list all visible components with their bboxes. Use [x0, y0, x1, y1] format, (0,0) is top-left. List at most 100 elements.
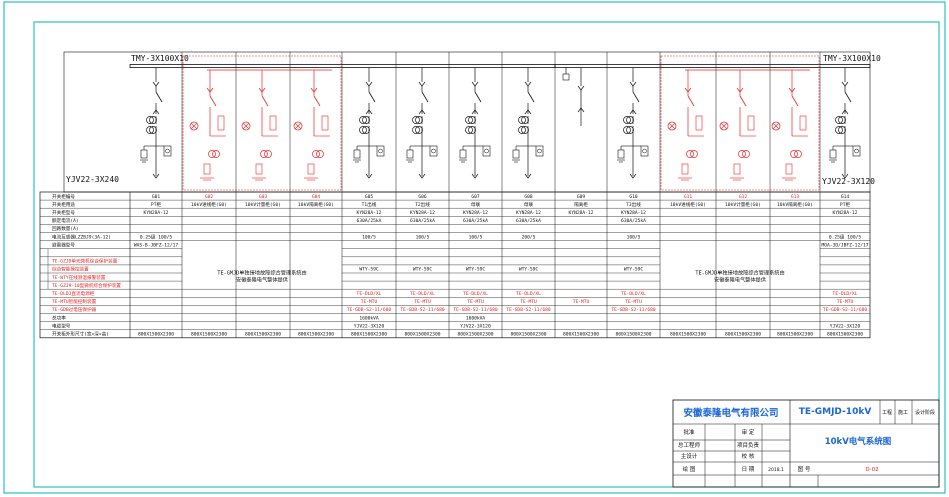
- surge-arrester-icon: [785, 163, 793, 175]
- voltage-transformer-icon: [738, 150, 746, 158]
- cell-purpose: 10kV进线柜(G0): [191, 201, 227, 208]
- check-label: 校 核: [742, 452, 755, 460]
- cell-size: 800X1500X2300: [458, 332, 494, 338]
- cell-ct: 200/5: [522, 234, 536, 240]
- surge-arrester-icon: [535, 145, 544, 157]
- voltage-transformer-icon: [312, 150, 320, 158]
- current-transformer-icon: [415, 116, 423, 124]
- current-transformer-icon: [838, 126, 846, 134]
- cell-size: 800X1500X2300: [725, 332, 761, 338]
- cell-purpose: 10kV计量柜(G0): [725, 201, 761, 208]
- cell-purpose: 母联: [524, 201, 534, 208]
- current-transformer-icon: [626, 116, 634, 124]
- cell-size: 800X1500X2300: [405, 332, 441, 338]
- cable-out-arrow-icon: [152, 173, 160, 179]
- cell-gdb: TE-GDB-S2-11/680: [347, 307, 391, 313]
- earthing-switch-icon: [406, 149, 414, 159]
- cabinet-id: G05: [365, 194, 374, 200]
- cell-dldj: TE-DLD/XL: [463, 291, 488, 297]
- drawing-number-label: 图 号: [798, 465, 811, 473]
- breaker-blade: [739, 95, 747, 107]
- current-transformer-icon: [835, 126, 843, 134]
- tie-link-box: [562, 73, 570, 81]
- current-transformer-icon: [518, 126, 526, 134]
- table-row-label: 综合智能操控装置: [52, 266, 89, 273]
- voltage-transformer-icon: [208, 150, 216, 158]
- cell-purpose: 10kV进线柜(G0): [670, 201, 706, 208]
- current-transformer-icon: [146, 126, 154, 134]
- current-transformer-icon: [623, 126, 631, 134]
- merged-note-left: TE-GMJD单独接地故障综合管理系统由: [217, 269, 306, 277]
- cell-mtu: TE-MTU: [837, 299, 854, 305]
- surge-arrester-icon: [163, 145, 172, 157]
- table-row-label: TE-GDB过电压保护器: [52, 306, 97, 313]
- wire: [720, 122, 728, 130]
- design-stage-label: 设计阶段: [915, 409, 935, 416]
- current-transformer-icon: [465, 116, 473, 124]
- merged-note-left: 安徽泰隆电气整体提供: [236, 276, 288, 284]
- surge-arrester-icon: [640, 145, 649, 157]
- cell-purpose: T2出线: [415, 201, 430, 208]
- cabinet-id: G11: [684, 194, 693, 200]
- cell-model: KYN28A-12: [621, 210, 646, 216]
- title-block: 安徽泰隆电气有限公司 TE-GMJD-10kV 工程 施工 设计阶段 批准 审 …: [672, 399, 940, 488]
- cell-ct: 100/5: [469, 234, 483, 240]
- table-row-label: 开关柜外形尺寸(宽×深×高): [52, 331, 109, 338]
- cell-purpose: T1出线: [362, 201, 377, 208]
- cell-size: 800X1500X2300: [777, 332, 813, 338]
- voltage-transformer-icon: [690, 150, 698, 158]
- cabinet-id: G02: [205, 194, 214, 200]
- plug-contact: [471, 109, 479, 115]
- plug-contact: [629, 81, 637, 87]
- voltage-transformer-icon: [316, 150, 324, 158]
- cell-size: 800X1500X2300: [670, 332, 706, 338]
- cell-size: 800X1500X2300: [138, 332, 174, 338]
- incoming-cabinet-box: [182, 55, 342, 191]
- cabinet-id: G10: [629, 194, 638, 200]
- cell-size: 800X1500X2300: [827, 332, 863, 338]
- cell-purpose: 10kV隔离柜(G0): [777, 201, 813, 208]
- cell-ct: 100/5: [362, 234, 376, 240]
- voltage-transformer-icon: [260, 150, 268, 158]
- left-cable-label: YJV22-3X240: [66, 175, 119, 184]
- plug-contact: [524, 109, 532, 115]
- cell-dldj: TE-DLD/XL: [357, 291, 382, 297]
- inner-frame: [33, 21, 940, 488]
- surge-arrester-icon: [203, 163, 211, 175]
- cell-gdb: TE-GDB-S2-11/680: [453, 307, 497, 313]
- table-row-label: 电缆型号: [52, 322, 71, 329]
- cell-wty: WTY-59C: [466, 267, 486, 273]
- cell-power: 1600kVA: [359, 315, 379, 321]
- breaker-blade: [368, 91, 376, 103]
- earthing-switch-icon: [140, 149, 148, 159]
- breaker-blade: [844, 91, 852, 103]
- surge-arrester-icon: [255, 163, 263, 175]
- voltage-transformer-icon: [264, 150, 272, 158]
- design-stage-value: 施工: [898, 409, 908, 416]
- plug-contact: [365, 81, 373, 87]
- fuse-icon: [799, 115, 807, 131]
- cell-power: 1600kVA: [466, 315, 486, 321]
- table-row-label: TE-DLDJ直流电源柜: [52, 290, 95, 297]
- main-designer-label: 主设计: [681, 452, 698, 460]
- fuse-icon: [695, 115, 703, 131]
- current-transformer-icon: [838, 116, 846, 124]
- cable-out-arrow-icon: [418, 173, 426, 179]
- plug-contact: [471, 81, 479, 87]
- cell-model: KYN28A-12: [410, 210, 435, 216]
- cell-mtu: TE-MTU: [520, 299, 537, 305]
- current-transformer-icon: [623, 116, 631, 124]
- cell-wty: WTY-59C: [413, 267, 433, 273]
- fuse-icon: [747, 115, 755, 131]
- breaker-blade: [527, 91, 535, 103]
- plug-contact: [841, 81, 849, 87]
- current-transformer-icon: [468, 126, 476, 134]
- stage-label: 工程: [882, 409, 892, 416]
- plug-contact: [310, 87, 318, 93]
- earthing-switch-icon: [459, 149, 467, 159]
- surge-arrester-icon: [852, 145, 861, 157]
- cable-out-arrow-icon: [629, 173, 637, 179]
- plug-contact: [841, 109, 849, 115]
- wire: [242, 122, 250, 130]
